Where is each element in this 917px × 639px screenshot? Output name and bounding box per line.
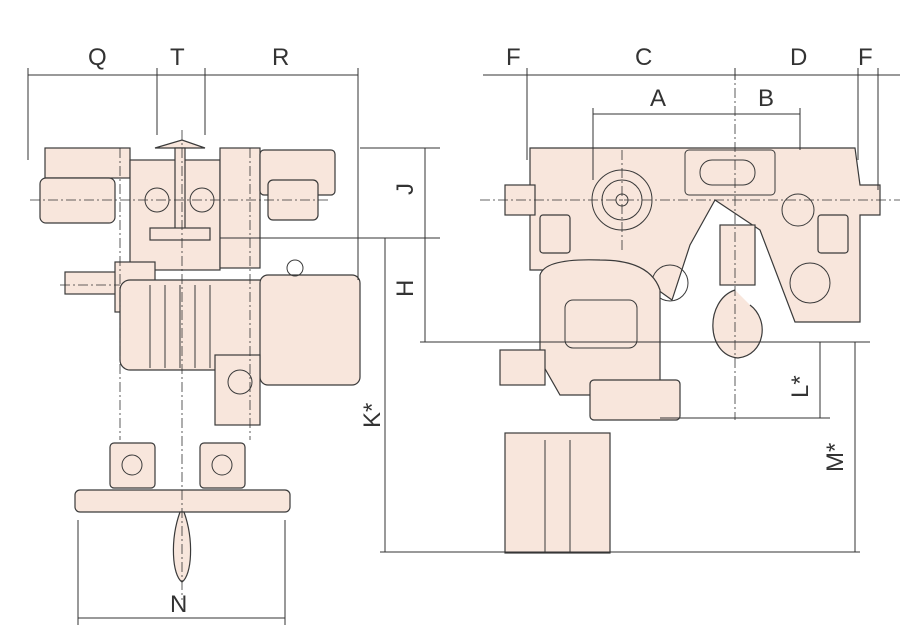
trolley-crossbar	[74, 489, 291, 513]
dimension-labels: Q T R F C D F A B J H K* L* M* N	[88, 44, 873, 618]
trolley-gearbox	[39, 177, 116, 224]
hoist-motor	[259, 274, 361, 386]
label-q: Q	[88, 44, 107, 71]
side-view	[30, 130, 361, 600]
label-f-right: F	[858, 44, 873, 71]
label-b: B	[758, 85, 774, 112]
label-a: A	[650, 85, 666, 112]
label-t: T	[170, 44, 185, 71]
label-n: N	[170, 591, 187, 618]
i-beam-flange	[154, 139, 206, 149]
chain-bucket	[504, 432, 611, 554]
label-c: C	[635, 44, 652, 71]
label-f-left: F	[506, 44, 521, 71]
front-view	[480, 70, 900, 554]
hook-front	[712, 289, 763, 359]
hoist-body-front	[539, 259, 661, 396]
label-r: R	[272, 44, 289, 71]
label-k: K*	[359, 403, 386, 428]
label-l: L*	[787, 375, 814, 398]
label-m: M*	[822, 443, 849, 472]
dimension-lines	[27, 68, 900, 625]
label-j: J	[392, 183, 419, 195]
label-d: D	[790, 44, 807, 71]
label-h: H	[392, 280, 419, 297]
trolley-motor	[44, 147, 131, 179]
